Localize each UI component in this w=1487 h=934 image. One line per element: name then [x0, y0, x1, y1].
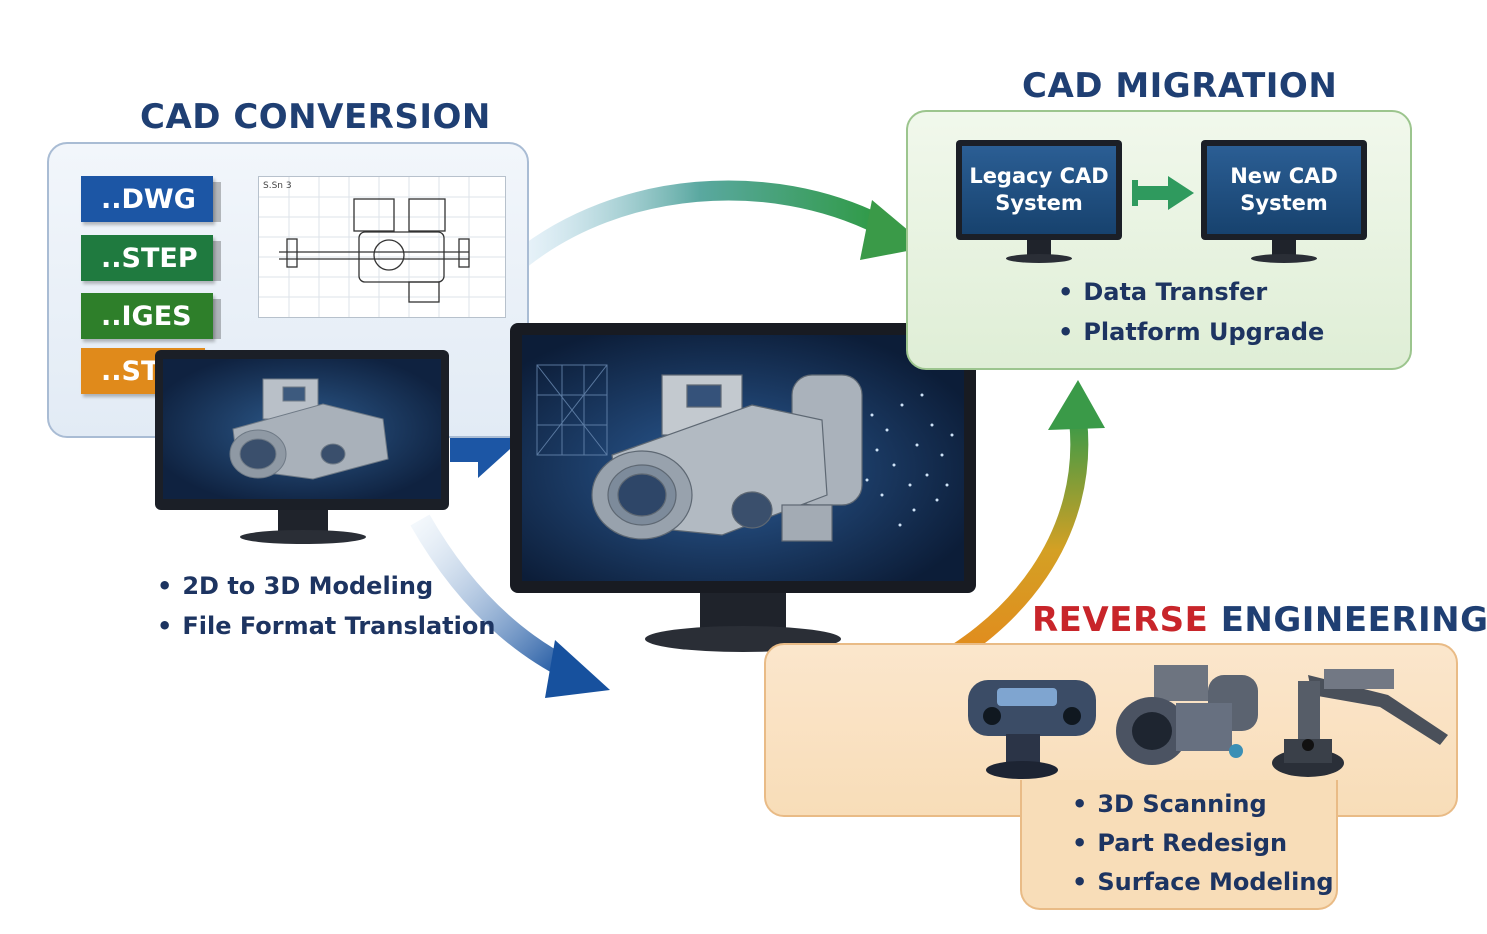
- reverse-heading: REVERSE ENGINEERING: [1032, 600, 1487, 640]
- reverse-bullets: 3D Scanning Part Redesign Surface Modeli…: [1072, 785, 1334, 902]
- reverse-bullet: Surface Modeling: [1072, 863, 1333, 902]
- reverse-bullet: Part Redesign: [1072, 824, 1334, 863]
- new-cad-line2: System: [1240, 191, 1328, 215]
- part-model-icon: [1116, 665, 1258, 765]
- conversion-bullets: 2D to 3D Modeling File Format Translatio…: [157, 566, 495, 646]
- technical-drawing: S.Sn 3: [258, 176, 506, 318]
- small-monitor-screen: [163, 359, 441, 499]
- legacy-monitor-base: [1006, 254, 1072, 263]
- center-monitor: [510, 323, 976, 593]
- format-tag-dwg: ..DWG: [81, 176, 221, 222]
- reverse-heading-blue: ENGINEERING: [1220, 600, 1487, 640]
- migration-bullet: Platform Upgrade: [1058, 312, 1324, 352]
- migration-bullets: Data Transfer Platform Upgrade: [1058, 272, 1324, 352]
- arrow-conversion-to-migration: [513, 180, 885, 268]
- legacy-monitor-stand: [1027, 240, 1051, 256]
- legacy-cad-line2: System: [995, 191, 1083, 215]
- migration-heading: CAD MIGRATION: [1022, 66, 1338, 106]
- conversion-heading: CAD CONVERSION: [140, 97, 491, 137]
- small-monitor: [155, 350, 449, 510]
- new-cad-line1: New CAD: [1230, 164, 1338, 188]
- arrowhead-blue-bottom: [545, 640, 610, 698]
- center-monitor-screen: [522, 335, 964, 581]
- migration-arrow: [1132, 176, 1194, 210]
- new-cad-screen: [1207, 146, 1361, 234]
- legacy-cad-line1: Legacy CAD: [969, 164, 1109, 188]
- reverse-heading-red: REVERSE: [1032, 600, 1209, 640]
- small-monitor-stand: [278, 510, 328, 532]
- format-tag-iges: ..IGES: [81, 293, 221, 339]
- legacy-cad-label: Legacy CAD System: [962, 163, 1116, 217]
- reverse-bullet: 3D Scanning: [1072, 785, 1334, 824]
- small-monitor-base: [240, 530, 366, 544]
- blueprint-grid: [536, 364, 608, 456]
- legacy-cad-screen: [962, 146, 1116, 234]
- drawing-note: S.Sn 3: [263, 181, 292, 191]
- particle-cloud: [865, 393, 954, 527]
- measuring-arm-icon: [1272, 669, 1448, 777]
- new-monitor-stand: [1272, 240, 1296, 256]
- new-cad-monitor: New CAD System: [1201, 140, 1367, 240]
- scanner-icon: [968, 680, 1096, 779]
- cad-part-large: [591, 374, 863, 542]
- format-tag-step: ..STEP: [81, 235, 221, 281]
- new-cad-label: New CAD System: [1207, 163, 1361, 217]
- cad-part-small: [229, 378, 389, 480]
- arrowhead-green-up: [1048, 380, 1105, 430]
- conversion-bullet: File Format Translation: [157, 606, 495, 646]
- legacy-cad-monitor: Legacy CAD System: [956, 140, 1122, 240]
- migration-bullet: Data Transfer: [1058, 272, 1324, 312]
- conversion-bullet: 2D to 3D Modeling: [157, 566, 495, 606]
- new-monitor-base: [1251, 254, 1317, 263]
